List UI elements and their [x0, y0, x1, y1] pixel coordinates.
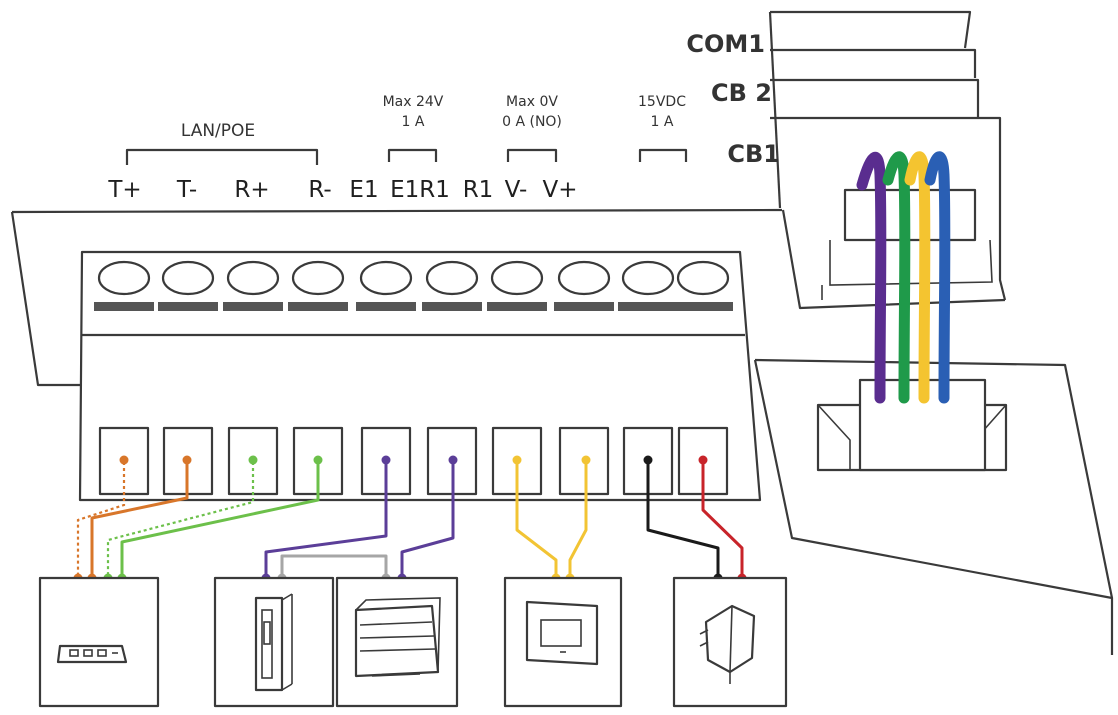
- output-current-label: 0 A (NO): [502, 114, 562, 130]
- wire-endpoint-dot: [698, 455, 708, 465]
- w-g1-wire: [106, 462, 255, 578]
- w-r-wire: [701, 462, 744, 578]
- cab-y-wire: [904, 151, 931, 404]
- terminal-screws: [94, 260, 733, 311]
- lan-poe-label: LAN/POE: [181, 121, 255, 141]
- terminal-screw: [676, 260, 730, 296]
- terminal-marker: [673, 302, 733, 311]
- ribbon-cable: [856, 151, 951, 404]
- output-voltage-label: Max 0V: [506, 94, 558, 110]
- w-o2-wire: [90, 462, 189, 578]
- terminal-marker: [487, 302, 547, 311]
- device-door-strike: [213, 576, 335, 708]
- terminal-screw: [161, 260, 215, 296]
- terminal-marker: [356, 302, 416, 311]
- pin-v-plus: V+: [542, 177, 577, 203]
- wire-endpoint-dot: [248, 455, 258, 465]
- pin-r-plus: R+: [234, 177, 269, 203]
- w-p1-wire: [264, 462, 388, 578]
- wire-endpoint-dot: [581, 455, 591, 465]
- cab-g-wire: [882, 151, 911, 404]
- pin-e1: E1: [349, 177, 378, 203]
- terminal-marker: [422, 302, 482, 311]
- terminal-marker: [223, 302, 283, 311]
- wire-endpoint-dot: [119, 455, 129, 465]
- w-p2-wire: [400, 462, 455, 578]
- wire-endpoint-dot: [313, 455, 323, 465]
- terminal-screw: [621, 260, 675, 296]
- w-g2-wire: [120, 462, 320, 578]
- terminal-marker: [554, 302, 614, 311]
- terminal-marker: [158, 302, 218, 311]
- device-power-adapter: [672, 576, 788, 708]
- cab-b-wire: [924, 151, 951, 404]
- wire-endpoint-dot: [381, 455, 391, 465]
- port-cb2-label: CB 2: [711, 79, 772, 107]
- terminal-screw: [226, 260, 280, 296]
- port-com1-label: COM1: [686, 30, 765, 58]
- electric-strike-icon: [254, 593, 293, 692]
- device-din-psu: [335, 576, 459, 708]
- w-y1-wire: [515, 462, 558, 578]
- pin-e1r1: E1R1: [390, 177, 450, 203]
- device-exit-button: [503, 576, 623, 708]
- cab-p-wire: [856, 151, 887, 404]
- wire-endpoint-dot: [448, 455, 458, 465]
- wiring: [76, 462, 744, 578]
- connector-port-stack: [768, 10, 1007, 310]
- w-gray-wire: [280, 554, 388, 578]
- terminal-screw: [291, 260, 345, 296]
- w-k-wire: [646, 462, 720, 578]
- terminal-screw: [490, 260, 544, 296]
- terminal-screw: [557, 260, 611, 296]
- wall-adapter-icon: [699, 604, 756, 684]
- network-switch-icon: [56, 644, 128, 664]
- w-y2-wire: [568, 462, 588, 578]
- din-rail-psu-icon: [354, 597, 441, 678]
- pin-v-minus: V-: [505, 177, 528, 203]
- terminal-screw: [97, 260, 151, 296]
- wire-endpoint-dot: [512, 455, 522, 465]
- relay-current-label: 1 A: [402, 114, 425, 130]
- device-poe-switch: [38, 576, 160, 708]
- push-button-icon: [525, 600, 599, 666]
- terminal-marker: [94, 302, 154, 311]
- controller-housing: [10, 208, 1114, 655]
- pin-r1: R1: [463, 177, 494, 203]
- pin-group-brackets: [125, 148, 688, 165]
- wire-endpoint-dot: [643, 455, 653, 465]
- w-o1-wire: [76, 462, 126, 578]
- pin-t-minus: T-: [176, 177, 197, 203]
- relay-voltage-label: Max 24V: [383, 94, 444, 110]
- psu-voltage-label: 15VDC: [638, 94, 686, 110]
- terminal-screw: [425, 260, 479, 296]
- pin-r-minus: R-: [308, 177, 331, 203]
- terminal-marker: [618, 302, 678, 311]
- port-cb1-label: CB1: [727, 140, 780, 168]
- terminal-marker: [288, 302, 348, 311]
- wire-endpoint-dot: [182, 455, 192, 465]
- psu-current-label: 1 A: [651, 114, 674, 130]
- terminal-screw: [359, 260, 413, 296]
- pin-t-plus: T+: [107, 177, 141, 203]
